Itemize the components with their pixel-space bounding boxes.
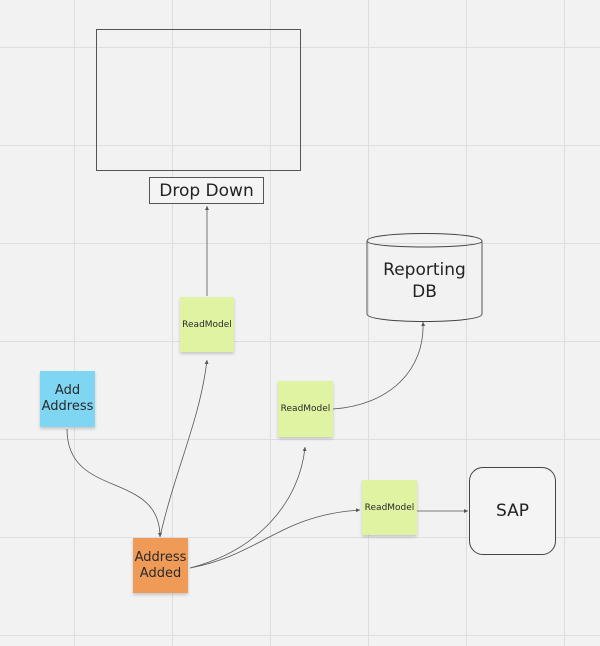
readmodel-sticky-2[interactable]: ReadModel bbox=[278, 381, 333, 437]
address-added-label: Address Added bbox=[134, 549, 187, 581]
address-added-event-sticky[interactable]: Address Added bbox=[133, 538, 188, 593]
connector-event-to-readmodel-1 bbox=[159, 359, 209, 538]
dropdown-label: Drop Down bbox=[159, 180, 254, 201]
readmodel-3-label: ReadModel bbox=[364, 502, 415, 513]
reporting-db-label-box: Reporting DB bbox=[367, 250, 482, 312]
connector-event-to-readmodel-3 bbox=[189, 508, 361, 569]
readmodel-sticky-3[interactable]: ReadModel bbox=[362, 480, 417, 535]
dropdown-box[interactable]: Drop Down bbox=[149, 177, 264, 204]
sap-box[interactable]: SAP bbox=[469, 467, 556, 555]
ui-wireframe-box[interactable] bbox=[96, 29, 301, 171]
add-address-label: Add Address bbox=[41, 383, 94, 414]
readmodel-1-label: ReadModel bbox=[182, 319, 232, 330]
readmodel-2-label: ReadModel bbox=[280, 404, 331, 414]
connector-command-to-event bbox=[66, 428, 162, 538]
connector-readmodel-2-to-reporting-db bbox=[332, 321, 426, 410]
reporting-db-cylinder[interactable] bbox=[366, 233, 483, 322]
connector-event-to-readmodel-2 bbox=[189, 446, 307, 569]
reporting-db-label: Reporting DB bbox=[383, 260, 466, 302]
readmodel-sticky-1[interactable]: ReadModel bbox=[180, 297, 234, 352]
add-address-command-sticky[interactable]: Add Address bbox=[40, 371, 95, 427]
sap-label: SAP bbox=[496, 501, 529, 521]
